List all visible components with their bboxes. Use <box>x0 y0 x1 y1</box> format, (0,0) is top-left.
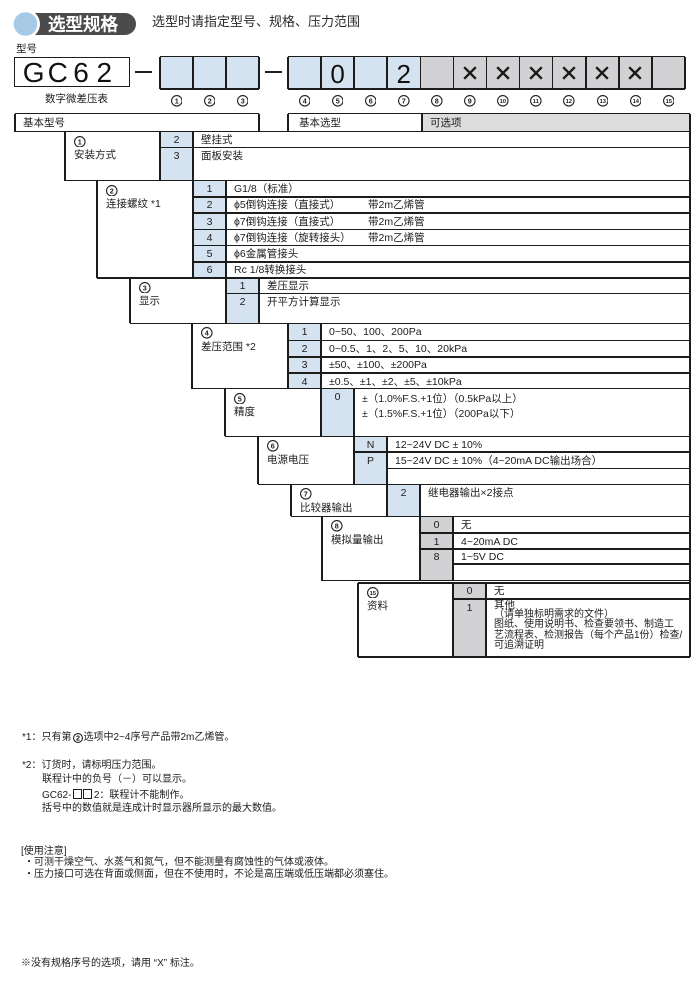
svg-text:15: 15 <box>665 99 672 105</box>
svg-text:1: 1 <box>174 97 178 106</box>
svg-text:9: 9 <box>468 97 472 106</box>
svg-text:5: 5 <box>336 97 340 106</box>
svg-text:7: 7 <box>304 490 308 499</box>
svg-text:14: 14 <box>632 99 639 105</box>
svg-text:6: 6 <box>271 442 275 451</box>
svg-text:11: 11 <box>533 99 540 105</box>
svg-text:3: 3 <box>143 283 147 292</box>
svg-text:15: 15 <box>370 591 377 597</box>
svg-text:10: 10 <box>500 99 506 105</box>
svg-text:8: 8 <box>335 522 339 531</box>
svg-text:8: 8 <box>435 97 439 106</box>
svg-text:2: 2 <box>110 186 114 195</box>
svg-text:5: 5 <box>238 394 242 403</box>
svg-text:2: 2 <box>207 97 211 106</box>
svg-text:4: 4 <box>205 329 209 338</box>
svg-text:13: 13 <box>599 99 605 105</box>
svg-text:4: 4 <box>302 97 306 106</box>
svg-text:7: 7 <box>402 97 406 106</box>
svg-text:选型规格: 选型规格 <box>48 15 118 35</box>
svg-text:12: 12 <box>566 99 572 105</box>
svg-text:2: 2 <box>76 734 80 743</box>
svg-text:6: 6 <box>369 97 373 106</box>
svg-text:3: 3 <box>240 97 244 106</box>
svg-text:1: 1 <box>78 137 82 146</box>
